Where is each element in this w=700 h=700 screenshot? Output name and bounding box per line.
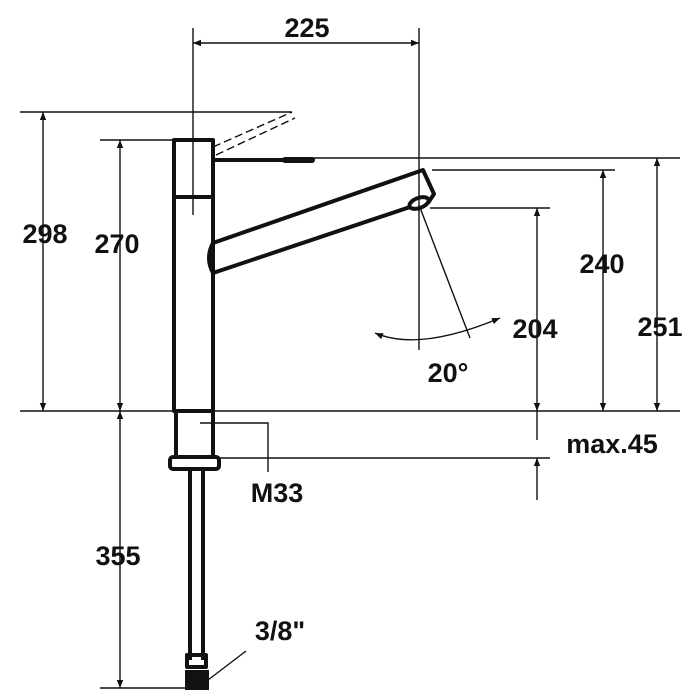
label-298: 298 <box>22 219 67 249</box>
extension-lines <box>20 28 680 689</box>
supply-hose <box>188 469 205 660</box>
dimension-labels: 225 298 270 240 204 251 20° max.45 M33 3… <box>22 13 682 646</box>
label-355: 355 <box>95 541 140 571</box>
label-240: 240 <box>579 249 624 279</box>
label-204: 204 <box>512 314 557 344</box>
hose-connector <box>185 670 209 690</box>
label-20-degrees: 20° <box>428 358 469 388</box>
angle-arc <box>374 317 501 341</box>
connection-leader <box>207 650 247 681</box>
label-max45: max.45 <box>566 429 658 459</box>
spout <box>207 168 436 275</box>
base-shank <box>174 409 215 459</box>
label-270: 270 <box>94 229 139 259</box>
lever-raised-dashed <box>212 111 296 156</box>
faucet <box>168 111 436 690</box>
aerator <box>407 195 431 211</box>
angle-ray <box>418 204 471 339</box>
label-251: 251 <box>637 312 682 342</box>
label-m33: M33 <box>251 478 304 508</box>
hose-ferrule <box>185 653 208 669</box>
mounting-nut <box>168 455 221 471</box>
label-3-8-inch: 3/8" <box>255 616 305 646</box>
dimension-lines <box>39 39 661 688</box>
m33-leader <box>200 422 269 472</box>
label-225: 225 <box>284 13 329 43</box>
